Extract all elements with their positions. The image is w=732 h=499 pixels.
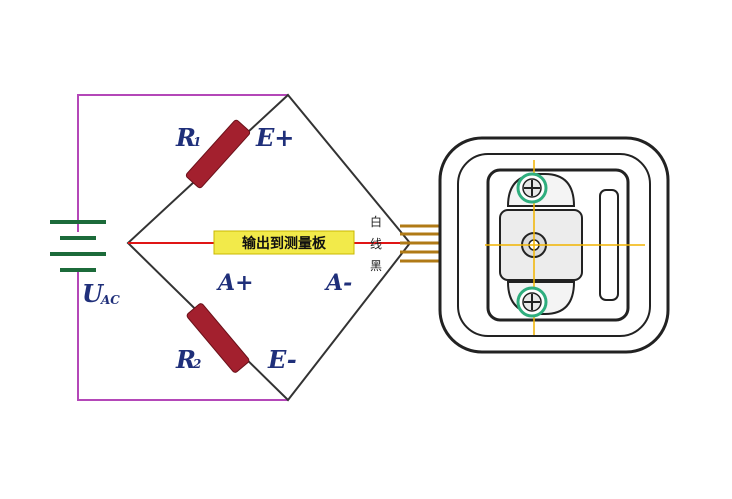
label-u-sub: AC [100,293,120,307]
label-e-plus: E+ [255,123,294,152]
screw-bottom [516,286,548,318]
output-label-text: 输出到测量板 [242,235,327,252]
load-cell [438,136,670,354]
label-r2: R [175,345,196,374]
wire-color-labels: 白 线 黑 [370,214,382,273]
label-a-minus: A- [324,270,352,296]
supply-wire-top [77,94,288,232]
screw-top [516,172,548,204]
label-r2-sub: 2 [192,357,201,371]
wire-label-black: 黑 [370,259,382,273]
bridge-diamond [126,93,412,402]
label-a-plus: A+ [216,270,254,296]
resistor-r1 [185,119,251,189]
label-r1: R [175,123,196,152]
wire-label-white: 白 [370,214,382,229]
supply-wire-bottom [77,268,288,401]
wire-label-line: 线 [370,237,382,251]
output-label-box [213,230,355,255]
resistor-r2 [186,303,250,373]
label-u: U [82,279,105,308]
label-e-minus: E- [267,345,297,374]
battery-symbol [50,220,106,272]
label-r1-sub: 1 [193,135,201,149]
